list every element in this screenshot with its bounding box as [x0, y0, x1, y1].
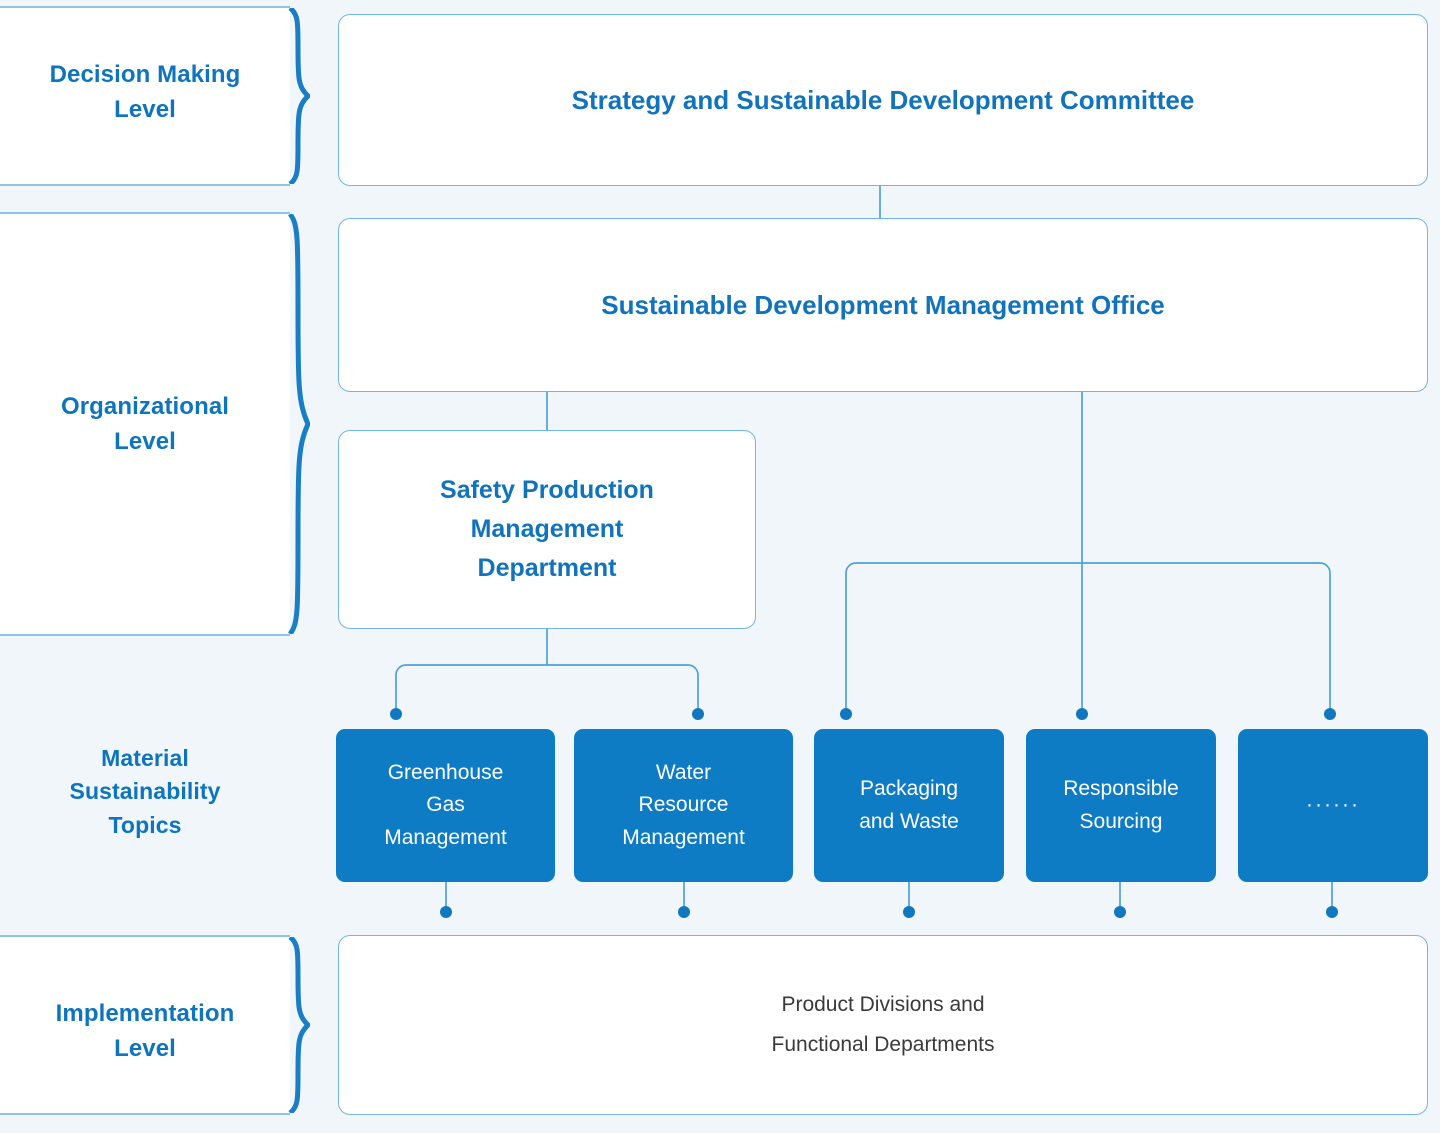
- level-panel-organizational: Organizational Level: [0, 212, 310, 636]
- wire-safety-to-left-topics: [395, 629, 699, 708]
- topic-responsible-sourcing[interactable]: Responsible Sourcing: [1026, 729, 1216, 882]
- wire-dot-more: [1324, 708, 1336, 720]
- topic-water-resource-management[interactable]: Water Resource Management: [574, 729, 793, 882]
- level-label-material-topics: Material Sustainability Topics: [69, 745, 221, 838]
- level-panel-implementation: Implementation Level: [0, 935, 310, 1115]
- node-safety-production-department[interactable]: Safety Production Management Department: [338, 430, 756, 629]
- wire-corner-left-1: [395, 664, 407, 676]
- wire-dot-impl-4: [1114, 906, 1126, 918]
- wire-dot-impl-2: [678, 906, 690, 918]
- wire-dot-water: [692, 708, 704, 720]
- wire-dot-impl-5: [1326, 906, 1338, 918]
- level-panel-decision-making: Decision Making Level: [0, 6, 310, 186]
- wire-dot-sourcing: [1076, 708, 1088, 720]
- wire-dot-impl-3: [903, 906, 915, 918]
- topic-more-topics[interactable]: ······: [1238, 729, 1428, 882]
- level-label-organizational: Organizational Level: [60, 393, 230, 455]
- node-implementation-departments[interactable]: Product Divisions and Functional Departm…: [338, 935, 1428, 1115]
- wire-dot-impl-1: [440, 906, 452, 918]
- level-label-implementation: Implementation Level: [55, 1000, 235, 1062]
- node-management-office[interactable]: Sustainable Development Management Offic…: [338, 218, 1428, 392]
- brace-organizational: [288, 214, 310, 634]
- brace-decision-making: [288, 8, 310, 184]
- level-label-decision-making: Decision Making Level: [49, 61, 241, 123]
- wire-corner-left-2: [687, 664, 699, 676]
- node-strategy-committee[interactable]: Strategy and Sustainable Development Com…: [338, 14, 1428, 186]
- wire-dot-greenhouse: [390, 708, 402, 720]
- wire-right-branch-3: [1319, 562, 1331, 708]
- topic-packaging-and-waste[interactable]: Packaging and Waste: [814, 729, 1004, 882]
- level-label-material-topics-wrap: Material Sustainability Topics: [0, 742, 290, 842]
- wire-dot-packaging: [840, 708, 852, 720]
- topic-greenhouse-gas-management[interactable]: Greenhouse Gas Management: [336, 729, 555, 882]
- wire-right-branch-1: [845, 562, 857, 708]
- brace-implementation: [288, 937, 310, 1113]
